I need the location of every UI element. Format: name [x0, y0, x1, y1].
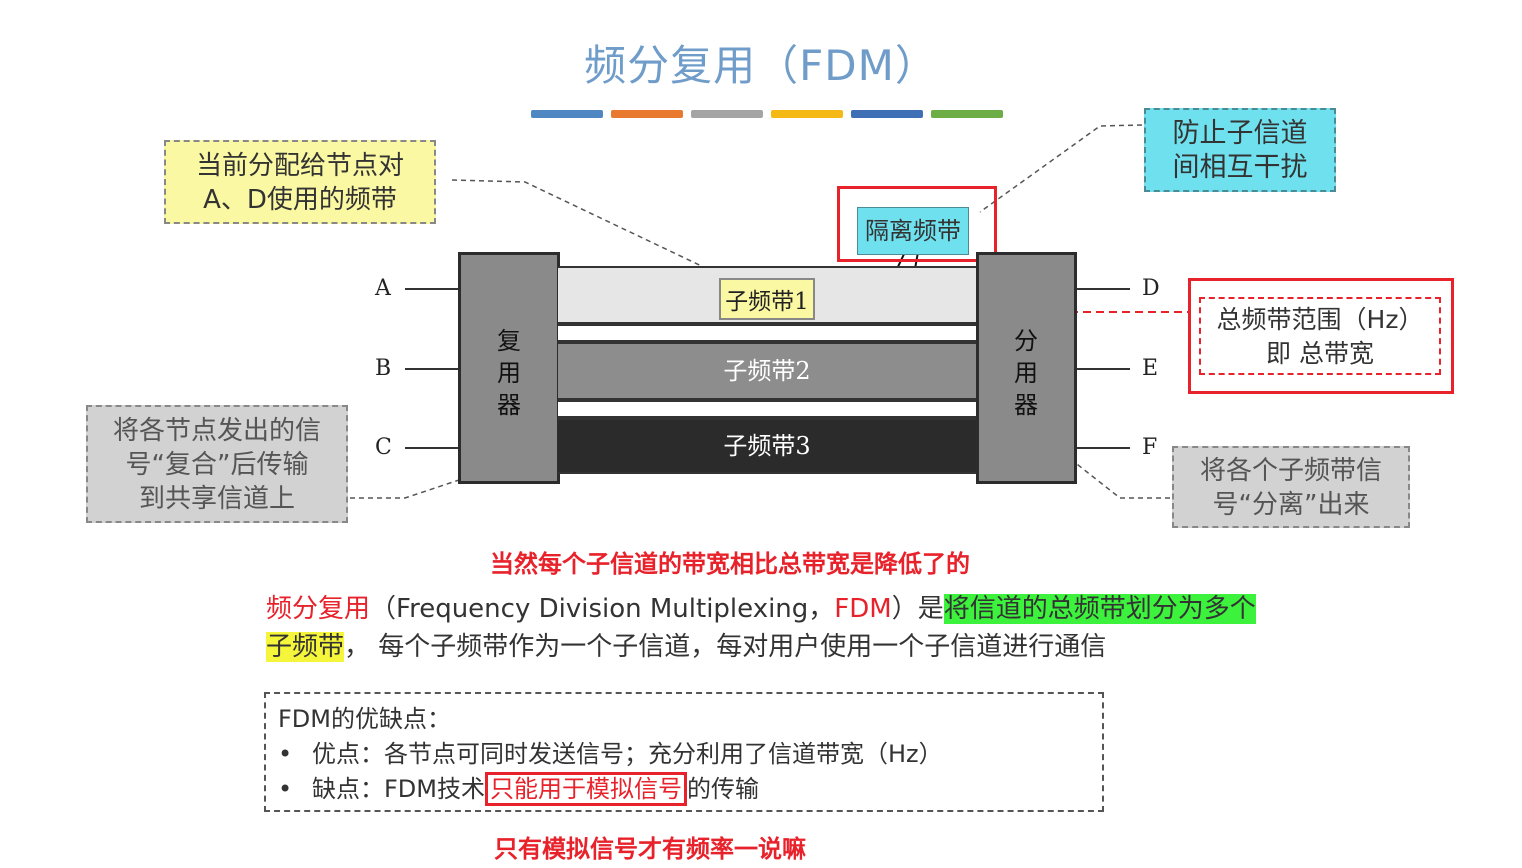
title-color-bar	[931, 110, 1003, 118]
page-title: 频分复用（FDM）	[584, 41, 938, 90]
pros-text: 优点：各节点可同时发送信号；充分利用了信道带宽（Hz）	[312, 740, 943, 768]
label-char: 复	[497, 327, 521, 355]
pros-cons-heading: FDM的优缺点：	[278, 705, 451, 733]
node-d: D	[1142, 276, 1160, 301]
callout-line: 间相互干扰	[1172, 152, 1308, 183]
label-char: 用	[1014, 359, 1038, 387]
callout-line: 防止子信道	[1172, 118, 1308, 149]
subband-3: 子频带3	[558, 418, 976, 474]
label-char: 分	[1014, 327, 1038, 355]
callout-line: 将各个子频带信	[1199, 456, 1382, 486]
guard-band-label: 隔离频带	[857, 207, 969, 255]
note-analog: 只有模拟信号才有频率一说嘛	[494, 835, 806, 863]
def-paren-open: （Frequency Division Multiplexing，	[370, 594, 835, 624]
node-a: A	[375, 276, 391, 301]
callout-line: A、D使用的频带	[203, 185, 397, 215]
callout-line: 当前分配给节点对	[195, 151, 404, 181]
total-band-redbox: 总频带范围（Hz） 即 总带宽	[1188, 278, 1454, 394]
title-color-bar	[691, 110, 763, 118]
leader-line-band-ad	[451, 179, 736, 283]
demultiplexer: 分 用 器	[976, 252, 1077, 484]
callout-line: 到共享信道上	[138, 484, 295, 514]
note-bandwidth: 当然每个子信道的带宽相比总带宽是降低了的	[490, 550, 970, 578]
title-color-bar	[851, 110, 923, 118]
callout-line: 将各节点发出的信	[112, 416, 321, 446]
callout-demux-role: 将各个子频带信 号“分离”出来	[1172, 446, 1410, 528]
subband-1: 子频带1	[558, 266, 976, 324]
label-char: 用	[497, 359, 521, 387]
node-c: C	[375, 435, 392, 460]
def-rest: ， 每个子频带作为一个子信道，每对用户使用一个子信道进行通信	[344, 632, 1107, 662]
cons-item: • 缺点：FDM技术只能用于模拟信号的传输	[278, 772, 1090, 807]
label-char: 器	[497, 391, 521, 419]
fdm-definition: 频分复用（Frequency Division Multiplexing，FDM…	[266, 590, 1366, 666]
title-color-bar	[771, 110, 843, 118]
leader-line-guard	[979, 124, 1143, 213]
callout-line: 号“复合”后传输	[125, 450, 309, 480]
def-highlight-green: 将信道的总频带划分为多个	[943, 594, 1256, 624]
guard-band-2	[558, 400, 976, 418]
callout-line: 总频带范围（Hz）	[1216, 305, 1424, 334]
def-term: 频分复用	[266, 594, 371, 624]
node-f: F	[1142, 435, 1158, 460]
callout-ad-band: 当前分配给节点对 A、D使用的频带	[164, 140, 436, 224]
def-highlight-yellow: 子频带	[266, 632, 345, 662]
pros-cons-box: FDM的优缺点： • 优点：各节点可同时发送信号；充分利用了信道带宽（Hz） • 缺…	[264, 692, 1104, 812]
def-abbr: FDM	[834, 594, 892, 624]
node-e: E	[1142, 356, 1159, 381]
bullet-icon: •	[278, 775, 293, 803]
guard-band-1	[558, 324, 976, 342]
callout-total-band: 总频带范围（Hz） 即 总带宽	[1199, 297, 1441, 375]
bullet-icon: •	[278, 740, 293, 768]
multiplexer: 复 用 器	[458, 252, 560, 484]
label-char: 器	[1014, 391, 1038, 419]
guard-band-redbox	[837, 186, 997, 262]
cons-prefix: 缺点：FDM技术	[312, 775, 485, 803]
def-paren-close: ）是	[891, 594, 944, 624]
callout-guard-purpose: 防止子信道 间相互干扰	[1144, 108, 1336, 192]
callout-mux-role: 将各节点发出的信 号“复合”后传输 到共享信道上	[86, 405, 348, 523]
node-b: B	[375, 356, 392, 381]
cons-highlight: 只能用于模拟信号	[485, 772, 687, 806]
pros-item: • 优点：各节点可同时发送信号；充分利用了信道带宽（Hz）	[278, 737, 1090, 772]
multiplexer-label: 复 用 器	[494, 325, 524, 421]
title-color-bar	[611, 110, 683, 118]
cons-suffix: 的传输	[687, 775, 759, 803]
subband-1-label: 子频带1	[719, 278, 815, 320]
subband-2: 子频带2	[558, 342, 976, 400]
callout-line: 号“分离”出来	[1212, 490, 1370, 520]
demultiplexer-label: 分 用 器	[1011, 325, 1041, 421]
title-color-bar	[531, 110, 603, 118]
callout-line: 即 总带宽	[1266, 339, 1374, 368]
